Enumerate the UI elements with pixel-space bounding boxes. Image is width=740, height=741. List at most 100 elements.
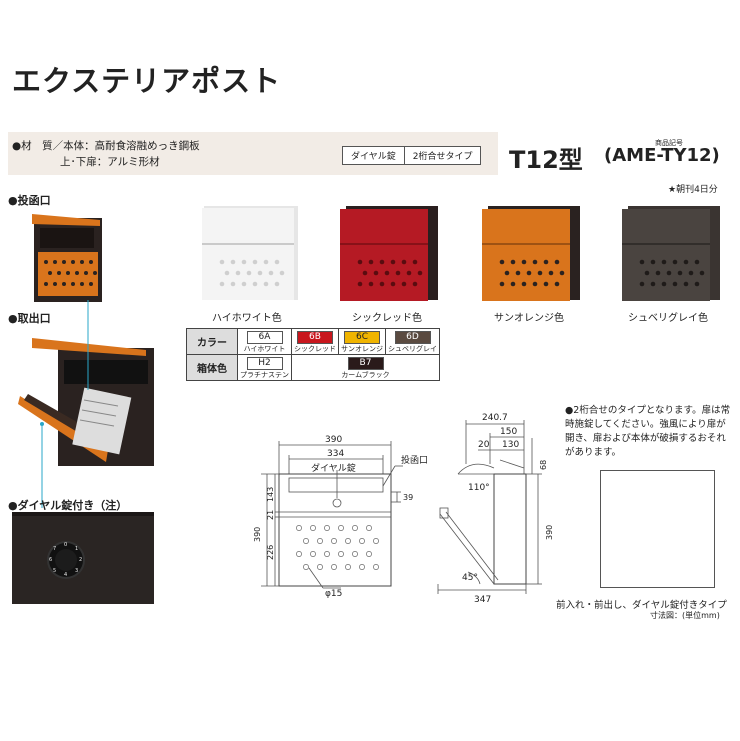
- insert-hole: [44, 260, 48, 264]
- insert-holes: [44, 260, 97, 286]
- insert-hole: [62, 282, 66, 286]
- product-hole: [279, 270, 285, 276]
- svg-text:2: 2: [79, 557, 82, 563]
- front-hole: [296, 551, 302, 557]
- product-hole: [559, 270, 565, 276]
- type-caption: 前入れ・前出し、ダイヤル錠付きタイプ: [556, 600, 727, 611]
- dim-front-226: 226: [266, 545, 275, 560]
- dim-side-45: 45°: [462, 573, 478, 583]
- product-hole: [230, 281, 236, 287]
- front-hole: [303, 538, 309, 544]
- dim-front-143: 143: [266, 487, 275, 502]
- product-hole: [666, 270, 672, 276]
- chip-b7: B7: [347, 357, 384, 370]
- dial-photo: 012 345 67: [12, 512, 154, 604]
- insert-hole: [48, 271, 52, 275]
- product-hole: [412, 259, 418, 265]
- dim-side-347: 347: [474, 595, 491, 605]
- front-hole: [317, 564, 323, 570]
- product-hole: [532, 281, 538, 287]
- color-row-header: カラー: [186, 328, 238, 355]
- front-hole: [324, 525, 330, 531]
- front-hole: [359, 538, 365, 544]
- material-line: ●材 質／本体：高耐食溶融めっき鋼板: [12, 140, 200, 152]
- door-material-line: 上･下扉：アルミ形材: [60, 156, 160, 168]
- product-hole: [219, 281, 225, 287]
- product-hole: [694, 259, 700, 265]
- svg-text:4: 4: [64, 572, 67, 578]
- tag-two-digit: 2桁合せタイプ: [403, 147, 481, 164]
- dim-side-20: 20: [478, 440, 490, 450]
- chip-6a: 6A: [246, 331, 283, 344]
- product-hole: [357, 259, 363, 265]
- front-hole: [345, 564, 351, 570]
- label-grey: シュベリグレイ色: [628, 313, 708, 324]
- front-hole: [331, 564, 337, 570]
- product-hole: [246, 270, 252, 276]
- product-hole: [548, 270, 554, 276]
- dim-front-21: 21: [266, 510, 275, 520]
- product-hole: [661, 281, 667, 287]
- model-code-note: 商品記号: [655, 139, 683, 147]
- insert-hole: [71, 260, 75, 264]
- callout-lines: [40, 300, 89, 508]
- product-hole: [379, 259, 385, 265]
- product-hole: [263, 259, 269, 265]
- insert-hole: [75, 271, 79, 275]
- insert-hole: [66, 271, 70, 275]
- product-hole: [554, 281, 560, 287]
- model-code: (AME-TY12): [604, 145, 720, 166]
- front-hole: [331, 538, 337, 544]
- svg-text:7: 7: [53, 546, 56, 552]
- chip-6c: 6C: [344, 331, 380, 344]
- front-hole: [338, 525, 344, 531]
- product-hole: [510, 259, 516, 265]
- product-hole: [395, 270, 401, 276]
- product-hole: [532, 259, 538, 265]
- product-hole: [401, 259, 407, 265]
- insert-hole: [80, 260, 84, 264]
- product-hole: [504, 270, 510, 276]
- product-hole: [406, 270, 412, 276]
- product-hole: [412, 281, 418, 287]
- product-hole: [554, 259, 560, 265]
- front-hole: [352, 525, 358, 531]
- product-hole: [263, 281, 269, 287]
- front-hole: [366, 525, 372, 531]
- product-hole: [252, 281, 258, 287]
- product-hole: [543, 259, 549, 265]
- front-hole: [296, 525, 302, 531]
- product-hole: [357, 281, 363, 287]
- chip-name-b7: カームブラック: [341, 371, 390, 379]
- product-hole: [515, 270, 521, 276]
- insert-hole: [71, 282, 75, 286]
- feature-tags: ダイヤル錠 2桁合せタイプ: [342, 146, 482, 165]
- insert-hole: [53, 282, 57, 286]
- product-hole: [241, 259, 247, 265]
- lock-note: ●2桁合せのタイプとなります。扉は常時施錠してください。強風により扉が開き、扉お…: [565, 405, 731, 458]
- svg-text:1: 1: [75, 546, 78, 552]
- side-dimension-drawing: 240.7 150 20 130 110° 45° 347 68 390: [437, 413, 554, 605]
- dim-phi15: φ15: [325, 589, 342, 599]
- product-hole: [639, 281, 645, 287]
- product-hole: [274, 281, 280, 287]
- model-name: T12型: [509, 146, 583, 174]
- insert-hole: [93, 271, 97, 275]
- front-hole: [359, 564, 365, 570]
- product-hole: [661, 259, 667, 265]
- product-hole: [655, 270, 661, 276]
- unit-caption: 寸法図：(単位mm): [650, 611, 720, 620]
- product-hole: [699, 270, 705, 276]
- product-hole: [224, 270, 230, 276]
- front-hole: [366, 551, 372, 557]
- product-hole: [368, 259, 374, 265]
- front-hole: [373, 564, 379, 570]
- dim-side-2407: 240.7: [482, 413, 508, 423]
- tag-dial-lock: ダイヤル錠: [351, 152, 396, 162]
- front-hole: [310, 551, 316, 557]
- product-red: [340, 206, 438, 301]
